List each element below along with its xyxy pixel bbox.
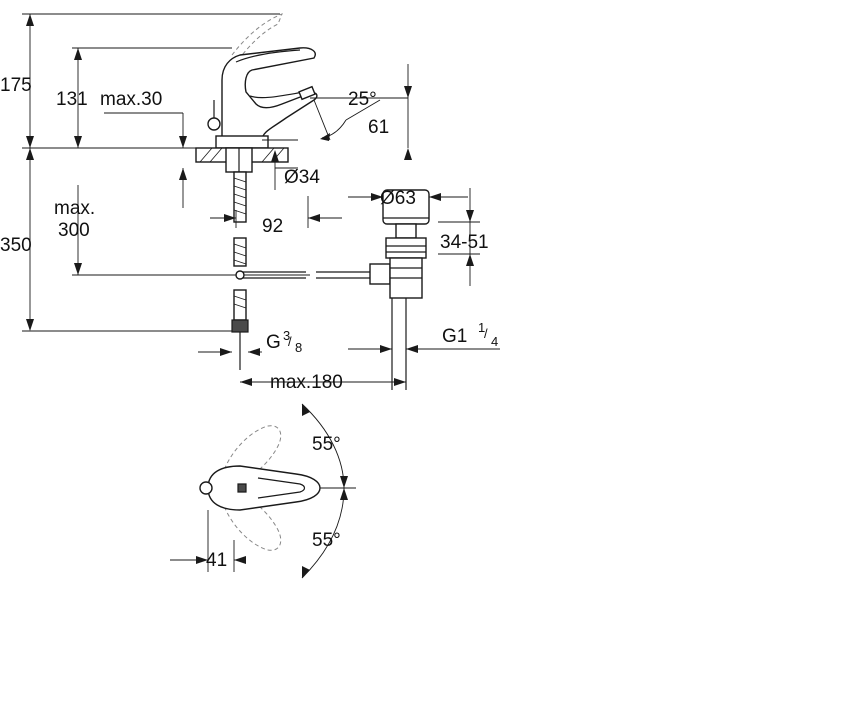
countertop bbox=[195, 147, 289, 173]
label-thread-g1: G1 bbox=[442, 326, 467, 347]
dimension-thread-g114 bbox=[348, 345, 500, 353]
label-175: 175 bbox=[0, 75, 32, 96]
label-angle-25: 25° bbox=[348, 89, 377, 110]
dimension-max-300 bbox=[72, 185, 310, 276]
dimension-diameter-34 bbox=[262, 139, 298, 190]
label-thread-g: G bbox=[266, 332, 281, 353]
faucet-top-view bbox=[199, 403, 356, 579]
label-300: 300 bbox=[58, 220, 90, 241]
label-thread-g-den: 8 bbox=[295, 340, 302, 355]
label-diameter-63: Ø63 bbox=[380, 188, 416, 209]
dimension-92 bbox=[210, 196, 342, 228]
dimension-max-30 bbox=[104, 112, 187, 208]
label-thread-g1-den: 4 bbox=[491, 334, 498, 349]
waste-assembly bbox=[369, 189, 430, 390]
label-thread-g-slash: / bbox=[288, 334, 292, 349]
label-350: 350 bbox=[0, 235, 32, 256]
dimension-175-350 bbox=[22, 13, 280, 332]
label-41: 41 bbox=[206, 550, 227, 571]
label-max: max. bbox=[54, 198, 95, 219]
label-34-51: 34-51 bbox=[440, 232, 489, 253]
dimension-41 bbox=[170, 510, 246, 572]
label-thread-g1-slash: / bbox=[484, 326, 488, 341]
label-thread-g114: G1 1 / 4 bbox=[442, 320, 498, 349]
label-thread-g38: G 3 / 8 bbox=[266, 328, 302, 355]
label-angle-55-top: 55° bbox=[312, 434, 341, 455]
pop-up-rod bbox=[235, 270, 370, 280]
dimension-25-61 bbox=[310, 64, 412, 160]
dimension-34-51 bbox=[438, 188, 480, 286]
dimension-max-180 bbox=[240, 378, 406, 386]
label-angle-55-bottom: 55° bbox=[312, 530, 341, 551]
label-thread-g1-num: 1 bbox=[478, 320, 485, 335]
faucet-side-view bbox=[207, 13, 318, 149]
label-thread-g-num: 3 bbox=[283, 328, 290, 343]
supply-hose bbox=[231, 171, 249, 370]
label-92: 92 bbox=[262, 216, 283, 237]
dimension-thread-g38 bbox=[198, 348, 262, 356]
label-max-180: max.180 bbox=[270, 372, 343, 393]
label-131: 131 bbox=[56, 89, 88, 110]
dimension-131 bbox=[72, 47, 232, 148]
label-diameter-34: Ø34 bbox=[284, 167, 320, 188]
label-max-30: max.30 bbox=[100, 89, 162, 110]
label-61: 61 bbox=[368, 117, 389, 138]
dimension-diameter-63 bbox=[348, 193, 468, 201]
